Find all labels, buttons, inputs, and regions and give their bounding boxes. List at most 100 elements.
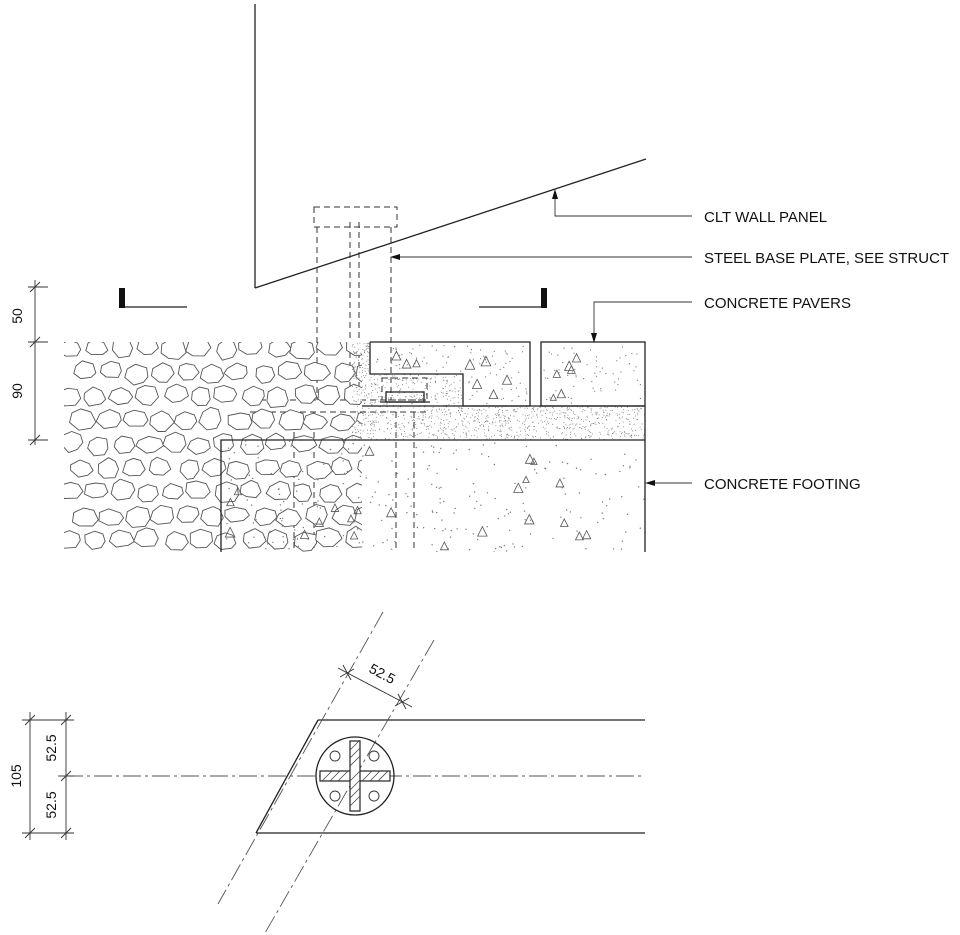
hatch-dot [401, 433, 402, 435]
hatch-dot [505, 422, 507, 424]
hatch-dot [590, 424, 591, 426]
hatch-dot [633, 370, 635, 372]
hatch-aggregate [330, 503, 340, 512]
hatch-dot [378, 413, 379, 415]
hatch-dot [353, 377, 355, 379]
hatch-dot [525, 445, 528, 448]
hatch-dot [567, 418, 569, 419]
hatch-dot [486, 415, 488, 417]
hatch-dot [620, 436, 622, 438]
hatch-dot [363, 374, 365, 376]
hatch-dot [436, 472, 438, 474]
hatch-dot [449, 413, 451, 415]
hatch-dot [450, 529, 452, 532]
hatch-dot [408, 386, 410, 388]
hatch-dot [374, 374, 376, 376]
hatch-dot [579, 427, 581, 428]
hatch-dot [631, 352, 633, 355]
hatch-dot [536, 414, 538, 416]
hatch-dot [494, 442, 496, 444]
gravel-stone [186, 437, 211, 455]
hatch-dot [603, 412, 605, 413]
hatch-dot [617, 383, 619, 386]
hatch-dot [416, 394, 418, 396]
hatch-dot [245, 440, 247, 442]
hatch-dot [496, 413, 498, 415]
hatch-dot [365, 349, 367, 351]
hatch-dot [568, 419, 570, 421]
hatch-dot [485, 410, 487, 412]
hatch-dot [374, 384, 376, 386]
hatch-dot [371, 395, 373, 397]
hatch-dot [448, 403, 450, 405]
hatch-dot [626, 406, 628, 408]
hatch-dot [505, 550, 508, 552]
hatch-dot [525, 426, 527, 428]
hatch-dot [562, 432, 563, 434]
hatch-dot [407, 377, 409, 379]
hatch-dot [389, 419, 391, 421]
hatch-dot [442, 437, 444, 439]
hatch-dot [563, 412, 565, 414]
gravel-stone [179, 459, 200, 480]
hatch-dot [357, 429, 359, 431]
hatch-dot [358, 542, 360, 544]
hatch-dot [514, 482, 516, 485]
hatch-dot [362, 369, 364, 371]
hatch-dot [567, 427, 568, 428]
hatch-dot [352, 344, 354, 345]
hatch-dot [434, 398, 436, 400]
gravel-stone [264, 432, 287, 451]
hatch-dot [457, 409, 459, 411]
hatch-dot [554, 410, 556, 412]
hatch-dot [452, 433, 453, 435]
hatch-dot [369, 423, 371, 425]
hatch-dot [257, 457, 259, 459]
hatch-dot [442, 430, 444, 432]
hatch-dot [473, 435, 475, 437]
hatch-dot [437, 430, 439, 432]
hatch-aggregate [364, 445, 375, 456]
hatch-dot [357, 367, 358, 369]
hatch-dot [579, 423, 581, 425]
hatch-dot [468, 381, 470, 383]
hatch-dot [374, 388, 376, 390]
hatch-dot [426, 362, 428, 364]
gravel-stone [212, 433, 234, 453]
gravel-stone [191, 386, 211, 406]
hatch-dot [509, 361, 511, 363]
hatch-dot [353, 370, 355, 372]
hatch-dot [621, 496, 623, 498]
gravel-stone [213, 385, 238, 403]
gravel-stone [98, 508, 125, 526]
hatch-dot [443, 395, 444, 397]
hatch-dot [431, 421, 433, 423]
hatch-dot [390, 423, 392, 425]
gravel-stone [357, 459, 362, 474]
section-view: 50 90 CLT WALL PANEL STEEL BASE PLATE, S… [9, 4, 949, 552]
hatch-dot [575, 467, 578, 469]
hatch-dot [416, 378, 417, 380]
hatch-dot [352, 364, 354, 365]
hatch-dot [581, 428, 583, 430]
hatch-dot [444, 423, 446, 425]
hatch-dot [505, 352, 507, 354]
hatch-dot [488, 407, 490, 409]
hatch-dot [373, 426, 375, 428]
hatch-dot [612, 548, 615, 550]
hatch-dot [450, 383, 452, 385]
hatch-dot [425, 426, 427, 428]
plan-post [315, 736, 395, 816]
hatch-dot [468, 495, 471, 497]
hatch-dot [584, 427, 586, 428]
hatch-dot [628, 421, 630, 423]
hatch-dot [532, 409, 534, 411]
hatch-dot [362, 389, 364, 391]
hatch-dot [413, 420, 415, 421]
hatch-dot [435, 486, 438, 488]
hatch-dot [446, 434, 448, 436]
hatch-dot [491, 423, 493, 425]
hatch-dot [453, 402, 455, 404]
hatch-dot [610, 410, 612, 412]
gravel-stone [345, 342, 362, 356]
